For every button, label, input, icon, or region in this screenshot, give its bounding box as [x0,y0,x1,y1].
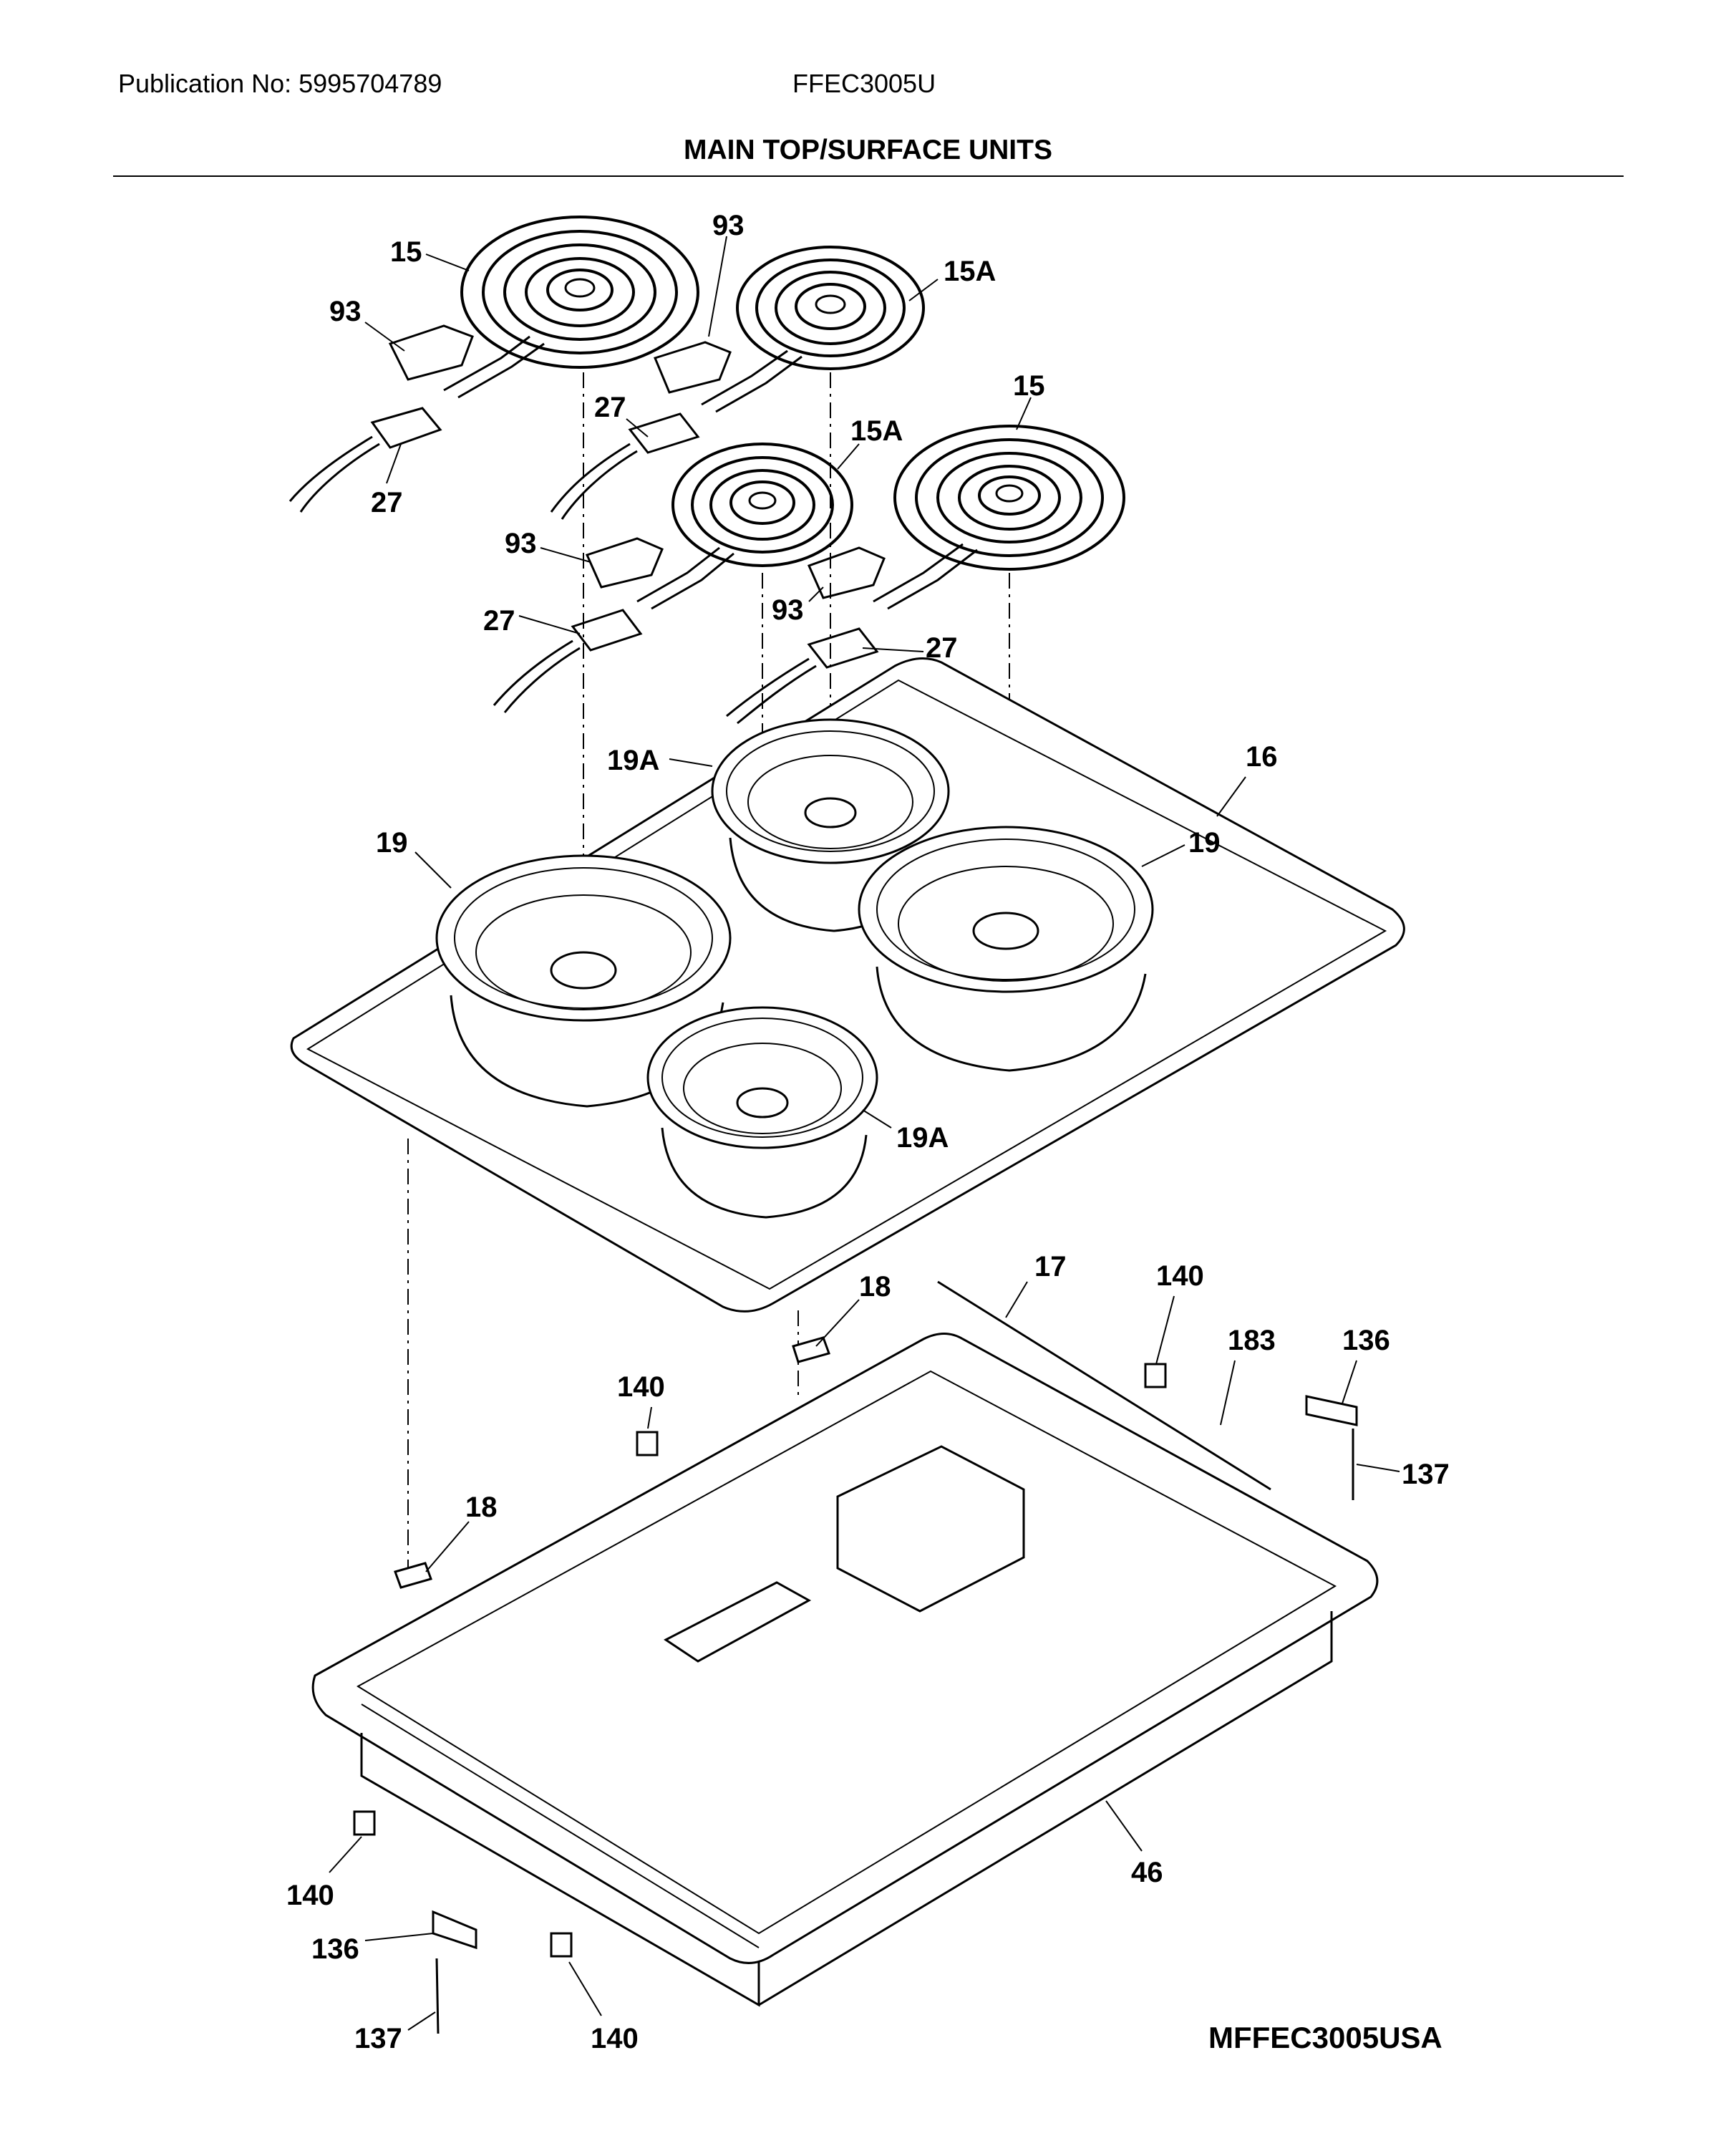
main-top-panel [290,657,1405,1313]
callout-140: 140 [1156,1260,1204,1292]
callout-136: 136 [311,1933,359,1965]
callout-140: 140 [617,1371,665,1403]
drip-bowl-parts [435,718,1154,1219]
callout-93: 93 [505,528,537,559]
callout-19: 19 [1188,827,1221,859]
callout-17: 17 [1034,1251,1067,1282]
title-rule [113,175,1624,177]
callout-19: 19 [376,827,408,859]
callout-labels: 15 93 15A 93 27 27 15 15A 93 93 27 27 19… [286,210,1450,2054]
burner-box-parts [311,1333,1379,2007]
callout-140: 140 [286,1880,334,1911]
callout-19a: 19A [607,745,659,776]
page-title: MAIN TOP/SURFACE UNITS [684,135,1052,165]
callout-136: 136 [1342,1325,1390,1356]
callout-18: 18 [859,1271,891,1303]
callout-46: 46 [1131,1857,1163,1888]
leader-lines [329,236,1400,2031]
callout-15: 15 [390,236,422,268]
hardware-parts [353,1280,1358,2034]
callout-27: 27 [371,487,403,518]
callout-27: 27 [926,632,958,664]
callout-93: 93 [712,210,745,241]
callout-137: 137 [1402,1459,1450,1490]
coil-element-back-right [701,246,925,413]
callout-183: 183 [1228,1325,1276,1356]
callout-137: 137 [354,2023,402,2054]
publication-number: Publication No: 5995704789 [118,69,442,98]
wire-lead-parts [288,407,879,725]
callout-140: 140 [591,2023,639,2054]
coil-element-front-left [636,443,853,610]
callout-15a: 15A [944,256,996,287]
callout-15a: 15A [850,415,903,447]
callout-27: 27 [594,392,626,423]
callout-93: 93 [772,594,804,626]
coil-element-front-right [873,425,1125,610]
callout-15: 15 [1013,370,1045,402]
model-number: FFEC3005U [792,69,936,98]
callout-16: 16 [1246,741,1278,773]
callout-93: 93 [329,296,362,327]
callout-27: 27 [483,605,515,637]
diagram-code: MFFEC3005USA [1208,2021,1442,2054]
callout-19a: 19A [896,1122,949,1154]
callout-18: 18 [465,1492,498,1523]
coil-element-back-left [443,216,699,399]
receptacle-parts [388,324,886,599]
